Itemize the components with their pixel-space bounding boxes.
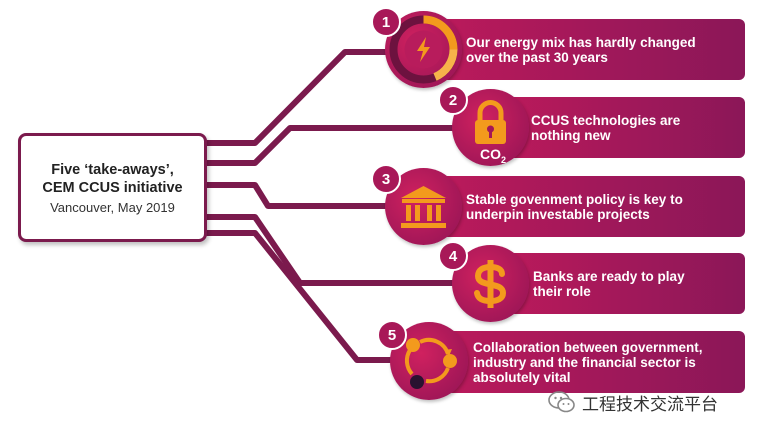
- dollar-icon: [474, 260, 507, 308]
- center-title-line2: CEM CCUS initiative: [42, 179, 183, 196]
- government-building-icon: [401, 186, 446, 228]
- takeaway-number-2: 2: [438, 85, 468, 115]
- center-subtitle: Vancouver, May 2019: [50, 199, 175, 215]
- takeaway-bar-5: Collaboration between government,industr…: [425, 331, 745, 393]
- takeaway-text-1-line2: over the past 30 years: [466, 49, 608, 65]
- takeaway-text-5-line3: absolutely vital: [473, 369, 571, 385]
- collaboration-cycle-icon: [404, 337, 457, 389]
- takeaway-text-1-line1: Our energy mix has hardly changed: [466, 34, 696, 50]
- takeaway-number-5: 5: [377, 320, 407, 350]
- watermark-text: 工程技术交流平台: [582, 394, 718, 414]
- takeaway-text-5-line2: industry and the financial sector is: [473, 354, 696, 370]
- takeaway-number-1: 1: [371, 7, 401, 37]
- padlock-icon: [475, 100, 506, 144]
- takeaway-text-5-line1: Collaboration between government,: [473, 339, 703, 355]
- wechat-icon: [548, 391, 575, 413]
- takeaway-number-4: 4: [438, 241, 468, 271]
- takeaway-text-4-line1: Banks are ready to play: [533, 268, 685, 284]
- takeaway-number-3: 3: [371, 164, 401, 194]
- takeaway-circle-4: [452, 245, 529, 322]
- lightning-icon: [389, 15, 458, 84]
- takeaway-text-3-line2: underpin investable projects: [466, 206, 650, 222]
- takeaway-circle-2: CO2: [452, 89, 529, 166]
- co2-label: CO2: [480, 146, 507, 165]
- center-title-box: Five ‘take-aways’, CEM CCUS initiative V…: [18, 133, 207, 242]
- takeaway-text-2-line2: nothing new: [531, 127, 611, 143]
- center-title-line1: Five ‘take-aways’,: [51, 161, 174, 178]
- takeaway-text-2-line1: CCUS technologies are: [531, 112, 681, 128]
- takeaway-text-4-line2: their role: [533, 283, 591, 299]
- takeaway-text-3-line1: Stable govenment policy is key to: [466, 191, 683, 207]
- watermark: 工程技术交流平台: [548, 389, 748, 415]
